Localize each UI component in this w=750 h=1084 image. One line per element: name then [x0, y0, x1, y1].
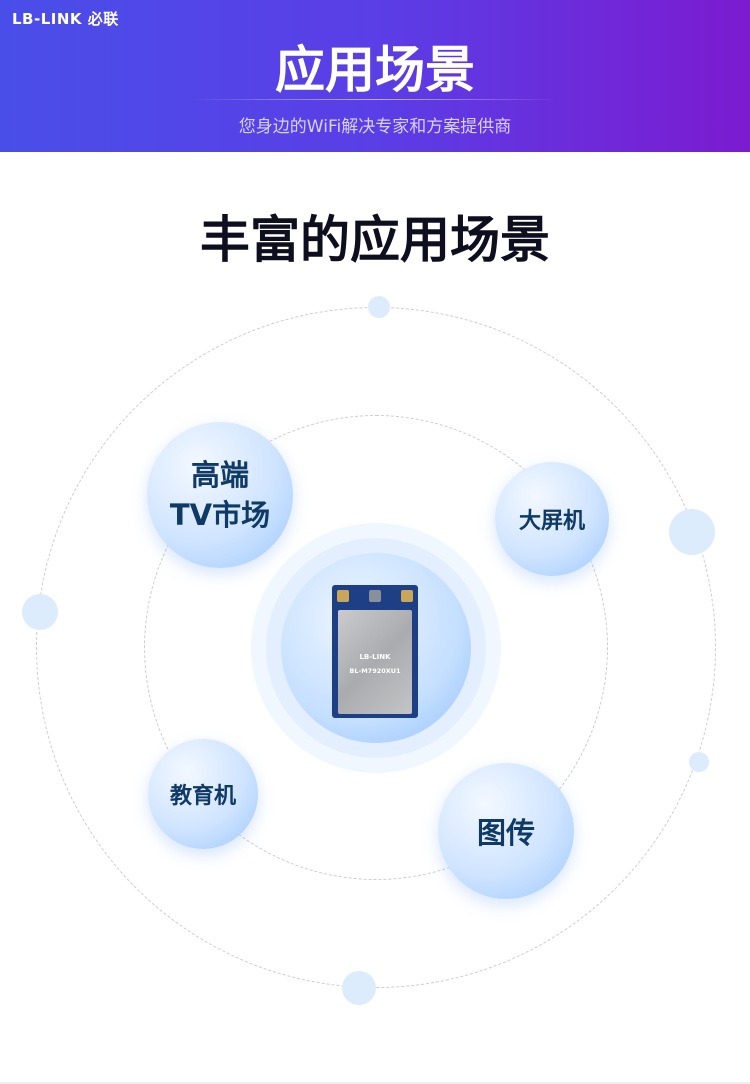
- wifi-module-image: LB-LINK BL-M7920XU1: [332, 585, 418, 718]
- antenna-connector-icon: [337, 590, 349, 602]
- orbit-dot: [368, 296, 390, 318]
- header-title: 应用场景: [275, 41, 475, 99]
- scenario-label: 教育机: [169, 784, 236, 809]
- scenario-image-transmission: 图传: [438, 763, 574, 899]
- orbit-dot: [342, 971, 376, 1005]
- header-banner: LB-LINK 必联 应用场景 您身边的WiFi解决专家和方案提供商: [0, 0, 750, 152]
- module-shield: LB-LINK BL-M7920XU1: [338, 610, 412, 714]
- inner-orbit: [144, 415, 608, 880]
- antenna-connector-icon: [401, 590, 413, 602]
- header-subtitle: 您身边的WiFi解决专家和方案提供商: [238, 117, 512, 137]
- module-brand: LB-LINK: [359, 653, 391, 661]
- scenario-label: 图传: [476, 816, 535, 850]
- scenario-label: TV市场: [169, 498, 271, 532]
- scenario-large-screen: 大屏机: [495, 462, 609, 576]
- scenario-education: 教育机: [148, 739, 258, 849]
- module-part-number: BL-M7920XU1: [349, 667, 401, 675]
- brand-logo: LB-LINK 必联: [12, 10, 119, 28]
- orbit-dot: [669, 509, 715, 555]
- bottom-divider: [0, 1082, 750, 1084]
- orbit-dot: [22, 594, 58, 630]
- orbit-dot: [689, 752, 709, 772]
- scenario-label: 大屏机: [518, 509, 585, 534]
- page-title: 丰富的应用场景: [200, 211, 550, 269]
- divider: [190, 99, 560, 100]
- scenario-label: 高端: [190, 458, 249, 492]
- scenario-high-end-tv: 高端 TV市场: [147, 422, 293, 568]
- antenna-connector-icon: [369, 590, 381, 602]
